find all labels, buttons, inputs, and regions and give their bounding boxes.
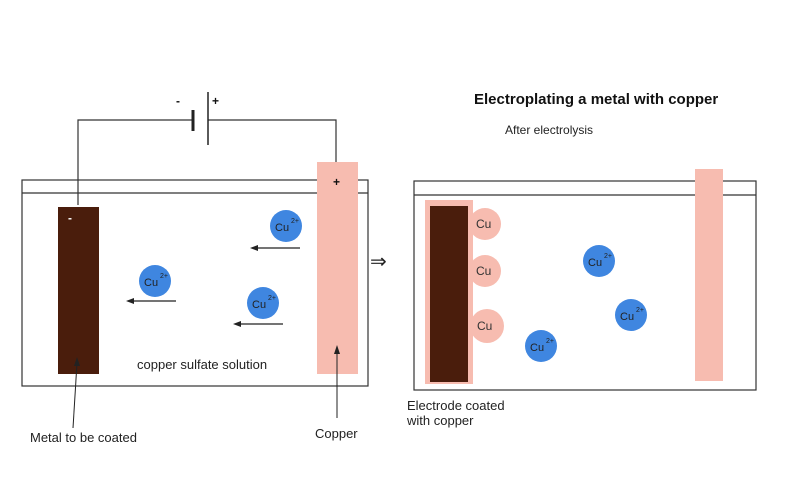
ion-charge: 2+	[546, 338, 554, 345]
electrode-label-line1: Electrode coated	[407, 398, 505, 413]
ion-base: Cu	[144, 277, 158, 289]
ion-base: Cu	[252, 299, 266, 311]
deposit-label: Cu	[476, 217, 491, 231]
ion-charge: 2+	[268, 295, 276, 302]
ion-base: Cu	[588, 257, 602, 269]
ion-base: Cu	[275, 222, 289, 234]
depleted-copper-anode	[695, 169, 723, 381]
anode-sign: +	[333, 175, 340, 189]
cu2-ion: Cu 2+	[270, 210, 302, 242]
diagram-title: Electroplating a metal with copper	[474, 91, 718, 108]
deposit-label: Cu	[477, 319, 492, 333]
solution-label: copper sulfate solution	[137, 357, 267, 372]
wire-negative	[77, 119, 193, 205]
ion-charge: 2+	[604, 253, 612, 260]
ion-base: Cu	[530, 342, 544, 354]
electrode-label-line2: with copper	[406, 413, 474, 428]
ion-charge: 2+	[160, 273, 168, 280]
ion-charge: 2+	[291, 218, 299, 225]
cu2-ion: Cu 2+	[525, 330, 557, 362]
ion-base: Cu	[620, 311, 634, 323]
diagram-subtitle: After electrolysis	[505, 123, 593, 137]
coated-electrode	[430, 206, 468, 382]
anode-pointer	[334, 345, 340, 418]
cu2-ion: Cu 2+	[583, 245, 615, 277]
cathode-metal	[58, 207, 99, 374]
deposited-copper: Cu	[469, 255, 501, 287]
before-tank	[21, 179, 369, 387]
cu2-ion: Cu 2+	[615, 299, 647, 331]
cu2-ion: Cu 2+	[247, 287, 279, 319]
circuit: - +	[77, 92, 337, 205]
wire-positive	[208, 119, 337, 165]
copper-anode	[317, 162, 358, 374]
deposit-label: Cu	[476, 264, 491, 278]
migration-arrow	[233, 321, 283, 327]
battery-positive-sign: +	[212, 94, 219, 108]
anode-label: Copper	[315, 426, 358, 441]
deposited-copper: Cu	[469, 208, 501, 240]
migration-arrow	[250, 245, 300, 251]
migration-arrow	[126, 298, 176, 304]
cathode-sign: -	[68, 211, 72, 225]
transition-arrow: ⇒	[370, 251, 387, 273]
deposited-copper: Cu	[470, 309, 504, 343]
after-tank	[413, 180, 757, 391]
battery-symbol: - +	[176, 92, 219, 145]
after-cell: Cu Cu Cu Cu 2+ Cu 2+ Cu 2+ Electrode coa…	[406, 169, 757, 428]
cathode-pointer	[72, 357, 80, 429]
cu2-ion: Cu 2+	[139, 265, 171, 297]
before-cell: - + Cu 2+ Cu 2+ Cu 2+	[21, 162, 369, 445]
ion-charge: 2+	[636, 307, 644, 314]
battery-negative-sign: -	[176, 94, 180, 108]
cathode-label: Metal to be coated	[30, 430, 137, 445]
